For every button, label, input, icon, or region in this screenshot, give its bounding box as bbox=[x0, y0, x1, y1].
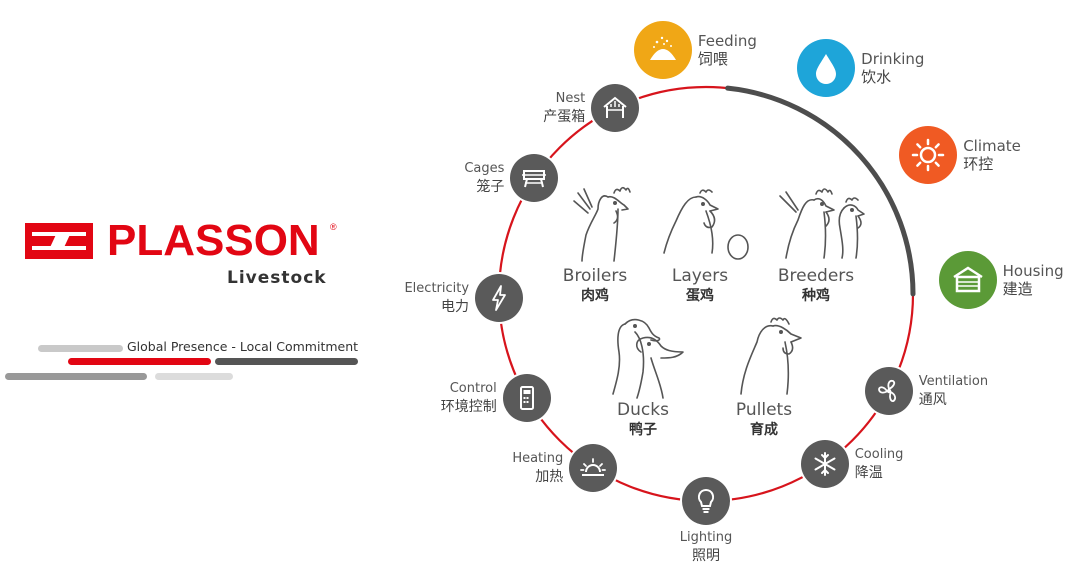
layer-hen-egg-icon bbox=[662, 187, 757, 265]
ventilation-node[interactable] bbox=[864, 367, 913, 416]
control-node[interactable] bbox=[502, 373, 551, 422]
decor-stripe bbox=[68, 358, 211, 365]
pullet-hen-icon bbox=[733, 312, 808, 400]
brand-name: PLASSON bbox=[107, 216, 320, 265]
snowflake-icon bbox=[814, 451, 836, 476]
nest-house-icon bbox=[603, 96, 627, 118]
highlight-arc bbox=[725, 85, 916, 297]
brand-slogan: Global Presence - Local Commitment bbox=[127, 339, 359, 354]
controller-icon bbox=[519, 385, 534, 410]
breeder-chickens-icon bbox=[778, 184, 870, 262]
lighting-node[interactable] bbox=[682, 477, 730, 525]
cages-node[interactable] bbox=[510, 154, 559, 203]
lightning-icon bbox=[492, 284, 506, 311]
decor-stripe bbox=[5, 373, 147, 380]
climate-node[interactable] bbox=[899, 126, 958, 185]
brand-subtitle: Livestock bbox=[227, 268, 327, 288]
broiler-chicken-icon bbox=[568, 183, 638, 263]
cage-icon bbox=[522, 170, 547, 188]
light-bulb-icon bbox=[697, 488, 715, 513]
feeding-node[interactable] bbox=[633, 20, 692, 79]
cooling-node[interactable] bbox=[800, 439, 849, 488]
water-drop-icon bbox=[816, 53, 837, 84]
plasson-logo-mark-icon bbox=[25, 223, 93, 259]
feed-pile-icon bbox=[649, 36, 676, 60]
electricity-node[interactable] bbox=[475, 273, 524, 322]
fan-icon bbox=[877, 380, 896, 403]
decor-stripe bbox=[215, 358, 358, 365]
registered-mark: ® bbox=[330, 222, 337, 232]
decor-stripe bbox=[155, 373, 233, 380]
drinking-node[interactable] bbox=[797, 38, 856, 97]
ducks-icon bbox=[605, 312, 690, 400]
sun-icon bbox=[911, 138, 945, 172]
brand-block: PLASSON ® Livestock Global Presence - Lo… bbox=[0, 0, 380, 581]
plasson-logo[interactable]: PLASSON bbox=[25, 216, 320, 265]
nest-node[interactable] bbox=[591, 83, 640, 132]
sunrise-icon bbox=[580, 457, 607, 476]
housing-node[interactable] bbox=[938, 251, 997, 310]
heating-node[interactable] bbox=[569, 443, 618, 492]
barn-icon bbox=[952, 266, 983, 293]
decor-stripe bbox=[38, 345, 123, 352]
